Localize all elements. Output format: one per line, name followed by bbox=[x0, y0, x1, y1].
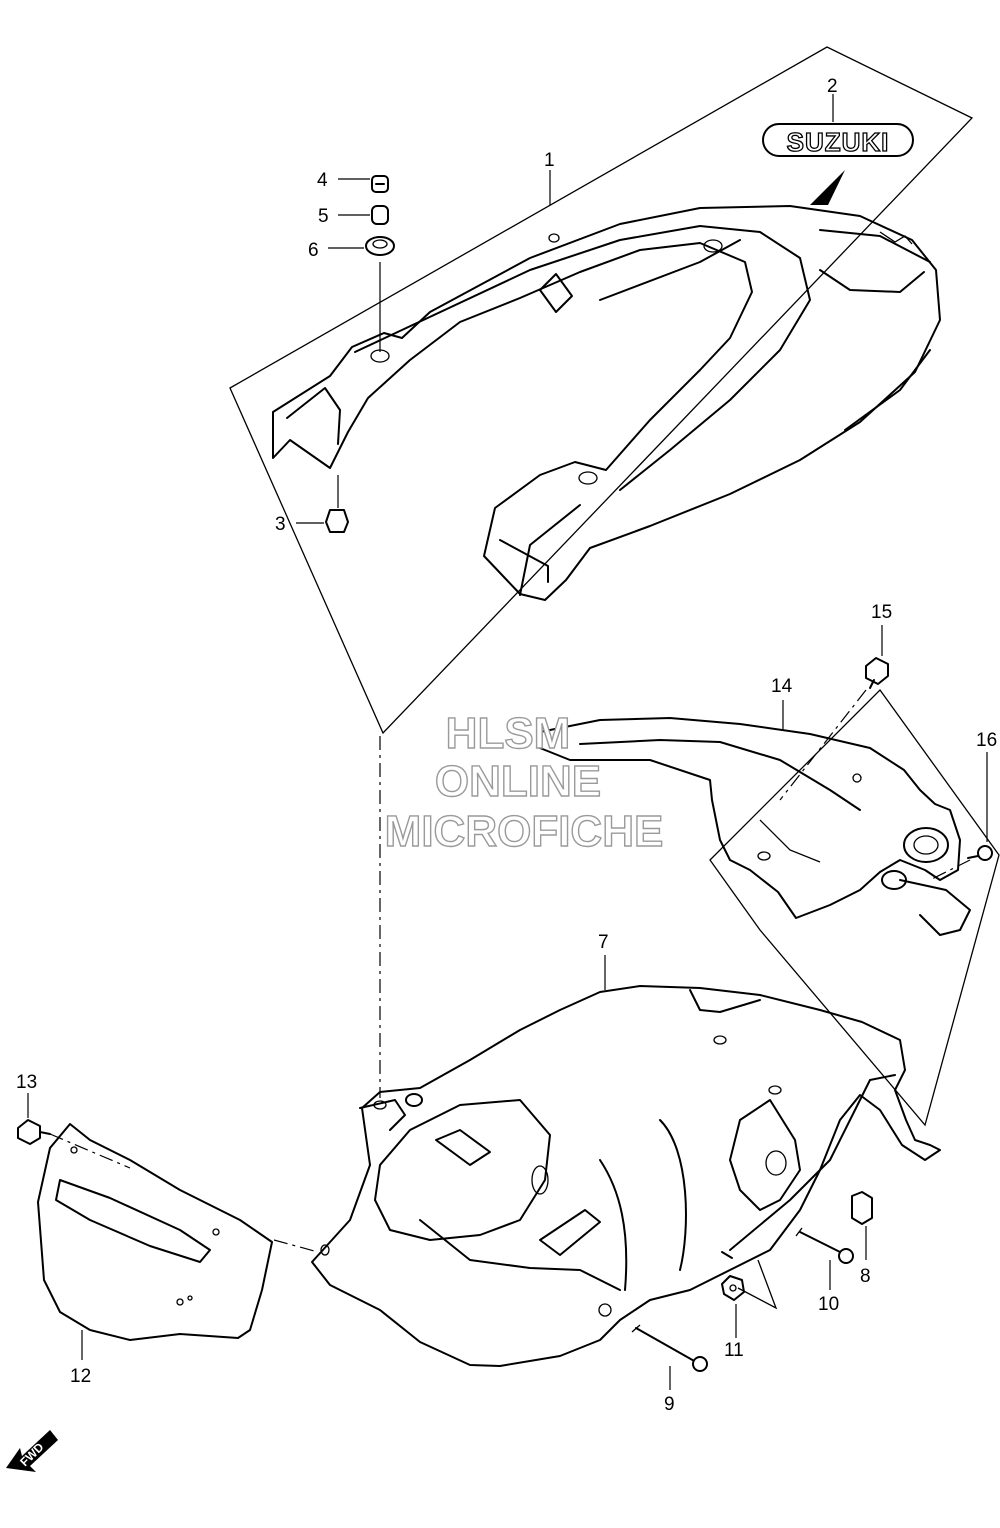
callout-7: 7 bbox=[598, 932, 609, 953]
callout-5: 5 bbox=[318, 206, 329, 227]
suzuki-emblem: SUZUKI bbox=[762, 123, 914, 205]
fwd-arrow-icon: FWD bbox=[6, 1430, 58, 1472]
bolt-13 bbox=[17, 1119, 51, 1145]
nut-11 bbox=[721, 1275, 745, 1301]
bolt-9 bbox=[631, 1324, 708, 1372]
bolt-15 bbox=[865, 657, 889, 689]
callout-13: 13 bbox=[16, 1072, 37, 1093]
watermark-line1: HLSM bbox=[446, 709, 571, 758]
callout-14: 14 bbox=[771, 676, 793, 697]
seat-tail-cover bbox=[272, 205, 941, 601]
callout-15: 15 bbox=[871, 602, 892, 623]
callout-6: 6 bbox=[308, 240, 319, 261]
callout-4: 4 bbox=[317, 170, 328, 191]
callout-12: 12 bbox=[70, 1366, 91, 1387]
callout-2: 2 bbox=[827, 76, 838, 97]
callout-9: 9 bbox=[664, 1394, 675, 1415]
rear-bracket bbox=[539, 717, 971, 936]
bolt-10 bbox=[795, 1227, 854, 1264]
callout-1: 1 bbox=[544, 150, 555, 171]
callout-8: 8 bbox=[860, 1266, 871, 1287]
callout-11: 11 bbox=[724, 1340, 744, 1361]
assembly-box-rear bbox=[709, 689, 1000, 1127]
cushion-8 bbox=[851, 1191, 873, 1225]
watermark-line2: ONLINE bbox=[435, 757, 601, 806]
grommet-6 bbox=[365, 236, 395, 256]
cushion-3 bbox=[325, 509, 349, 533]
assembly-box-upper bbox=[229, 46, 974, 735]
callout-10: 10 bbox=[818, 1294, 839, 1315]
bolt-16 bbox=[967, 845, 993, 861]
screw-4 bbox=[371, 175, 389, 193]
emblem-text: SUZUKI bbox=[787, 127, 890, 157]
watermark-line3: MICROFICHE bbox=[385, 807, 664, 856]
watermark: HLSM ONLINE MICROFICHE bbox=[384, 708, 664, 856]
callout-16: 16 bbox=[976, 730, 997, 751]
rear-fender bbox=[311, 985, 941, 1367]
collar-5 bbox=[371, 205, 389, 225]
side-cover bbox=[37, 1123, 273, 1341]
callout-3: 3 bbox=[275, 514, 286, 535]
